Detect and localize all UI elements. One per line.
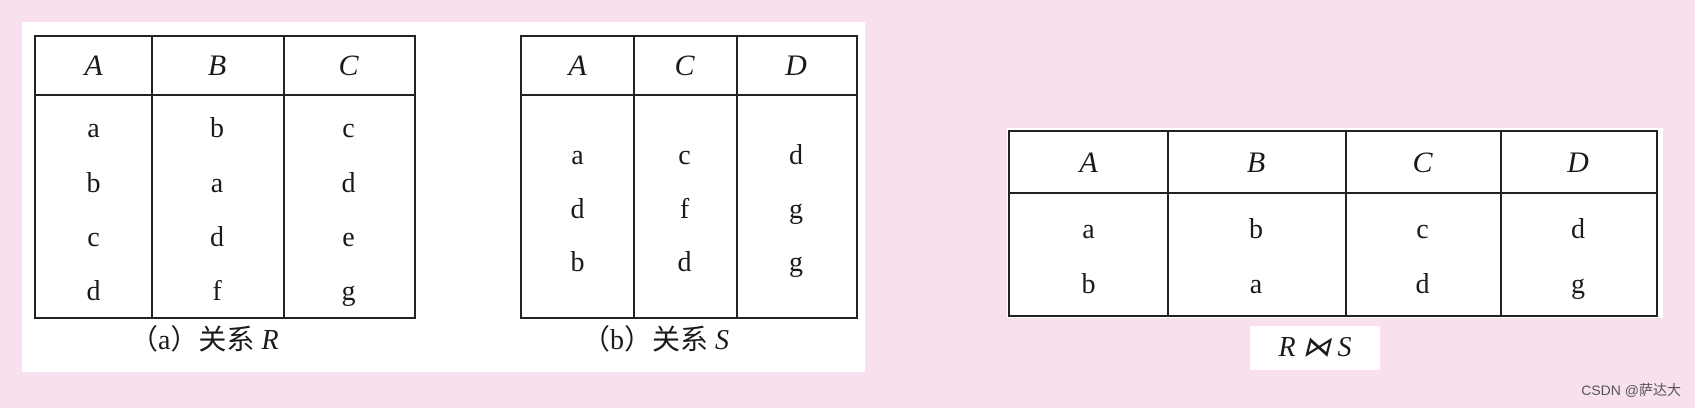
relation-r-caption-name: R xyxy=(261,325,279,356)
relation-s-cell: d xyxy=(677,247,692,278)
join-cell: b xyxy=(1249,214,1263,245)
relation-r-cell: f xyxy=(212,276,222,307)
join-header-d: D xyxy=(1567,146,1589,179)
relation-r-cell: c xyxy=(342,113,355,144)
relation-s-caption-prefix: （b）关系 xyxy=(582,325,709,356)
relation-s-cell: d xyxy=(789,140,803,171)
join-header-b: B xyxy=(1246,146,1266,179)
join-panel xyxy=(1007,128,1663,318)
join-col-divider xyxy=(1500,132,1502,315)
relation-r-cell: d xyxy=(210,222,224,253)
join-result-table: A B C D a b c d b a d g xyxy=(1008,130,1658,317)
relation-r-header-divider xyxy=(36,37,414,96)
relation-r-table: A B C a b c b a d c d e d f g xyxy=(34,35,416,319)
relation-s-cell: f xyxy=(679,194,690,225)
join-caption: R ⋈ S xyxy=(1250,326,1380,370)
join-header-divider xyxy=(1010,132,1656,194)
relation-r-header-c: C xyxy=(338,49,359,82)
join-caption-text: R ⋈ S xyxy=(1278,332,1352,363)
relation-r-cell: d xyxy=(341,168,356,199)
relation-s-header-d: D xyxy=(785,49,807,82)
relation-r-header-b: B xyxy=(207,49,227,82)
join-cell: d xyxy=(1415,269,1430,300)
relation-s-header-c: C xyxy=(674,49,695,82)
csdn-watermark: CSDN @萨达大 xyxy=(1581,382,1681,398)
relation-r-cell: a xyxy=(210,168,224,199)
relation-s-caption-name: S xyxy=(715,325,730,356)
join-cell: b xyxy=(1081,269,1096,300)
join-cell: c xyxy=(1416,214,1429,245)
relation-s-caption: （b）关系 S xyxy=(582,324,729,358)
relation-s-col-divider xyxy=(736,37,738,317)
relation-s-cell: b xyxy=(570,247,585,278)
join-col-divider xyxy=(1345,132,1347,315)
relation-r-cell: e xyxy=(342,222,355,253)
relation-r-cell: b xyxy=(210,113,224,144)
join-col-divider xyxy=(1167,132,1169,315)
relation-r-cell: g xyxy=(341,276,356,307)
relation-s-cell: a xyxy=(571,140,584,171)
relation-s-cell: c xyxy=(678,140,691,171)
relation-r-cell: c xyxy=(87,222,100,253)
relation-s-table: A C D a c d d f g b d g xyxy=(520,35,858,319)
relations-panel xyxy=(22,22,865,372)
relation-s-col-divider xyxy=(633,37,635,317)
join-cell: d xyxy=(1571,214,1585,245)
relation-s-header-a: A xyxy=(568,49,587,82)
join-header-c: C xyxy=(1412,146,1433,179)
relation-r-header-a: A xyxy=(84,49,103,82)
join-header-a: A xyxy=(1079,146,1098,179)
relation-s-cell: g xyxy=(789,247,803,278)
relation-r-cell: d xyxy=(86,276,101,307)
relation-s-cell: d xyxy=(570,194,585,225)
relation-r-col-divider xyxy=(283,37,285,317)
relation-s-cell: g xyxy=(789,194,803,225)
join-cell: a xyxy=(1249,269,1263,300)
relation-r-caption-prefix: （a）关系 xyxy=(130,325,255,356)
join-cell: g xyxy=(1571,269,1585,300)
relation-r-col-divider xyxy=(151,37,153,317)
relation-r-cell: a xyxy=(87,113,100,144)
join-cell: a xyxy=(1082,214,1095,245)
relation-r-cell: b xyxy=(86,168,101,199)
relation-s-header-divider xyxy=(522,37,856,96)
relation-r-caption: （a）关系 R xyxy=(130,324,279,358)
